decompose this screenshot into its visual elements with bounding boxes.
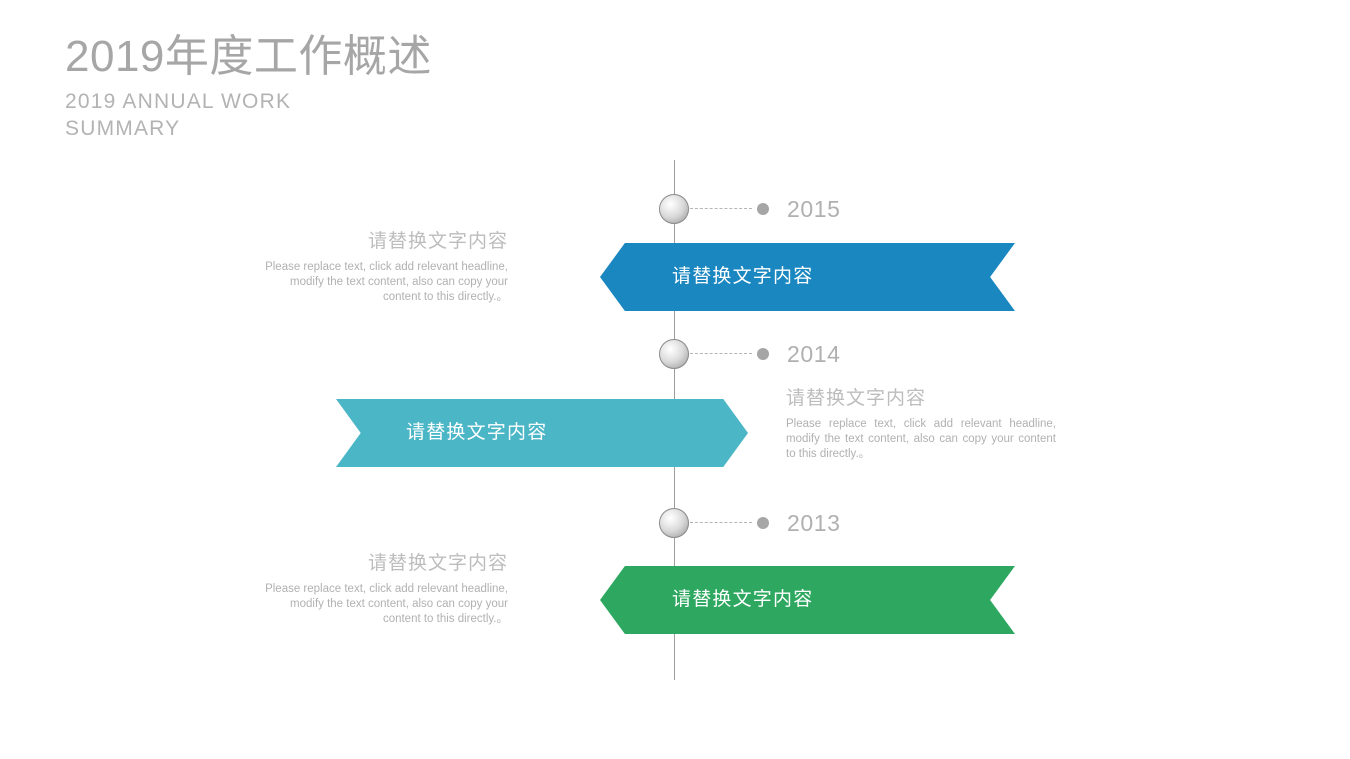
dashed-connector <box>690 353 752 354</box>
description-body: Please replace text, click add relevant … <box>786 418 1056 460</box>
description-heading: 请替换文字内容 <box>367 553 508 574</box>
connector-dot-icon <box>757 517 769 529</box>
banner-label: 请替换文字内容 <box>672 266 814 287</box>
description-block-2014: 请替换文字内容 Please replace text, click add r… <box>786 386 1056 462</box>
dashed-connector <box>690 208 752 209</box>
title-english-line2: SUMMARY <box>65 117 181 140</box>
banner-2013[interactable]: 请替换文字内容 <box>600 566 1015 634</box>
year-label-2014: 2014 <box>787 341 841 367</box>
year-label-2015: 2015 <box>787 196 841 222</box>
connector-dot-icon <box>757 348 769 360</box>
description-heading: 请替换文字内容 <box>367 231 508 252</box>
banner-2014[interactable]: 请替换文字内容 <box>336 399 748 467</box>
banner-label: 请替换文字内容 <box>672 589 814 610</box>
description-block-2015: 请替换文字内容 Please replace text, click add r… <box>255 229 508 305</box>
title-english-line1: 2019 ANNUAL WORK <box>65 90 292 113</box>
description-block-2013: 请替换文字内容 Please replace text, click add r… <box>253 551 508 627</box>
banner-label: 请替换文字内容 <box>406 422 548 443</box>
page-title: 2019年度工作概述 2019 ANNUAL WORK SUMMARY <box>65 30 705 142</box>
title-chinese: 2019年度工作概述 <box>65 32 432 81</box>
description-heading: 请替换文字内容 <box>786 388 927 409</box>
dashed-connector <box>690 522 752 523</box>
title-english: 2019 ANNUAL WORK SUMMARY <box>65 88 325 142</box>
timeline-node-icon[interactable] <box>659 194 689 224</box>
banner-2015[interactable]: 请替换文字内容 <box>600 243 1015 311</box>
timeline-node-icon[interactable] <box>659 339 689 369</box>
year-label-2013: 2013 <box>787 510 841 536</box>
description-body: Please replace text, click add relevant … <box>265 583 508 625</box>
connector-dot-icon <box>757 203 769 215</box>
timeline-node-icon[interactable] <box>659 508 689 538</box>
description-body: Please replace text, click add relevant … <box>265 261 508 303</box>
